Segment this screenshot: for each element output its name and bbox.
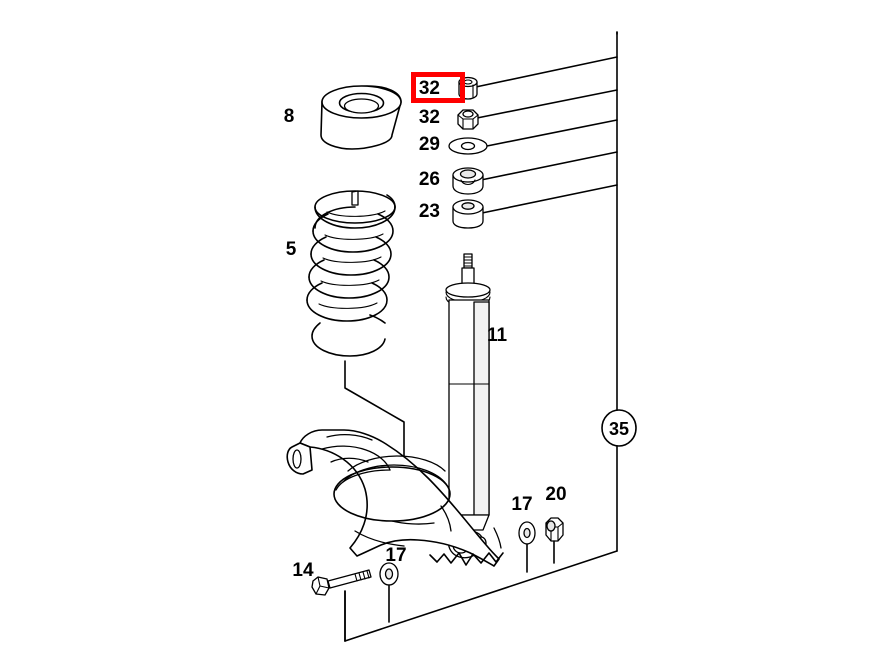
coil-turn-6-front bbox=[311, 322, 386, 357]
control-arm-rib-3 bbox=[326, 433, 373, 441]
part-washer-29 bbox=[448, 137, 488, 155]
cap-nut-top bbox=[458, 76, 478, 88]
coil-turn-5-front bbox=[306, 282, 388, 322]
callout-label-29: 29 bbox=[419, 134, 440, 155]
washer-17-right-bore bbox=[523, 527, 531, 539]
part-assembly-reference-35 bbox=[601, 409, 637, 447]
part-washer-17-right bbox=[518, 521, 536, 545]
coil-turn-2-back bbox=[314, 206, 356, 229]
hex-nut-upper-bore bbox=[462, 110, 474, 118]
coil-turn-5-left bbox=[306, 282, 323, 301]
coil-turn-1-rise bbox=[386, 194, 396, 208]
leader-line-32b bbox=[476, 89, 618, 119]
control-arm-body bbox=[299, 429, 500, 567]
control-arm-broken-edge bbox=[429, 552, 504, 566]
hex-nut-upper-facets bbox=[457, 114, 479, 130]
callout-label-35: 35 bbox=[609, 419, 629, 439]
leader-lines-small-parts bbox=[470, 56, 618, 214]
washer-29-bore bbox=[460, 141, 476, 151]
coil-turn-2-left bbox=[312, 213, 329, 232]
callout-labels: 8 32 32 29 26 23 5 11 35 17 20 17 14 bbox=[284, 78, 629, 581]
part-hex-nut-20 bbox=[545, 517, 564, 542]
tapered-bushing-shade-arc bbox=[460, 179, 476, 186]
coil-inner-arc-4 bbox=[320, 279, 380, 286]
coil-turn-3-left bbox=[310, 236, 327, 255]
spring-seat-inner-arc-3 bbox=[335, 469, 391, 491]
coil-inner-arc-1 bbox=[326, 210, 386, 217]
callout-label-8: 8 bbox=[284, 106, 295, 127]
hex-bolt-head-facets bbox=[315, 576, 330, 595]
leader-line-23 bbox=[481, 184, 618, 214]
spring-seat-inner-arc-1 bbox=[342, 464, 447, 485]
part-control-arm bbox=[286, 429, 504, 567]
leader-line-29 bbox=[481, 119, 618, 148]
boundary-bottom-slant bbox=[344, 550, 618, 642]
callout-label-32-lower: 32 bbox=[419, 107, 440, 128]
coil-inner-arc-2 bbox=[324, 233, 384, 240]
part-coil-spring bbox=[306, 190, 396, 357]
control-arm-web-edge bbox=[493, 527, 502, 549]
leader-lines-fasteners bbox=[344, 540, 555, 642]
coil-turn-6-right bbox=[369, 314, 386, 324]
reference-35-circle bbox=[601, 409, 637, 447]
hex-bolt-threads bbox=[354, 570, 370, 582]
coil-turn-4-front bbox=[308, 259, 390, 299]
leader-line-26 bbox=[480, 151, 618, 181]
part-hex-nut-upper bbox=[457, 109, 479, 130]
callout-label-5: 5 bbox=[286, 239, 297, 260]
coil-turn-1-front bbox=[314, 206, 396, 229]
callout-label-32-upper: 32 bbox=[419, 78, 440, 99]
control-arm-detail-1 bbox=[391, 520, 435, 525]
coil-turn-4-left bbox=[308, 259, 325, 278]
leader-line-32a bbox=[470, 56, 618, 89]
part-hex-bolt bbox=[311, 569, 372, 596]
callout-label-17-left: 17 bbox=[385, 545, 406, 566]
cylindrical-bushing-bore bbox=[461, 202, 475, 210]
control-arm-web-right bbox=[440, 505, 452, 532]
callout-label-14: 14 bbox=[292, 560, 314, 581]
spring-seat-inner-arc-2 bbox=[347, 455, 446, 472]
coil-turn-3-front bbox=[310, 236, 392, 276]
shock-top-cap bbox=[445, 282, 491, 298]
coil-inner-arc-3 bbox=[322, 256, 382, 263]
callout-label-26: 26 bbox=[419, 169, 440, 190]
callout-label-20: 20 bbox=[545, 484, 566, 505]
control-arm-left-eye-bore bbox=[292, 449, 302, 469]
washer-17-left-bore bbox=[384, 568, 394, 580]
spring-pad-bore-inner bbox=[343, 98, 380, 114]
control-arm-detail-2 bbox=[354, 530, 405, 547]
shock-rod-threads bbox=[463, 256, 473, 267]
callout-label-11: 11 bbox=[487, 325, 508, 346]
callout-label-17-right: 17 bbox=[511, 494, 532, 515]
control-arm-rib-2 bbox=[330, 457, 369, 463]
tapered-bushing-inner-sleeve bbox=[459, 169, 477, 179]
part-spring-pad-rubber bbox=[320, 85, 402, 150]
part-tapered-bushing bbox=[452, 167, 484, 195]
part-cap-nut bbox=[458, 76, 478, 100]
hex-nut-20-bore bbox=[546, 520, 556, 532]
part-washer-17-left bbox=[379, 562, 399, 586]
coil-inner-arc-5 bbox=[318, 302, 378, 309]
control-arm-rib-1 bbox=[321, 445, 391, 471]
part-cylindrical-bushing bbox=[452, 199, 484, 229]
coil-turn-2-front bbox=[312, 213, 394, 253]
coil-spring-top-tail bbox=[351, 190, 359, 206]
callout-label-23: 23 bbox=[419, 201, 440, 222]
